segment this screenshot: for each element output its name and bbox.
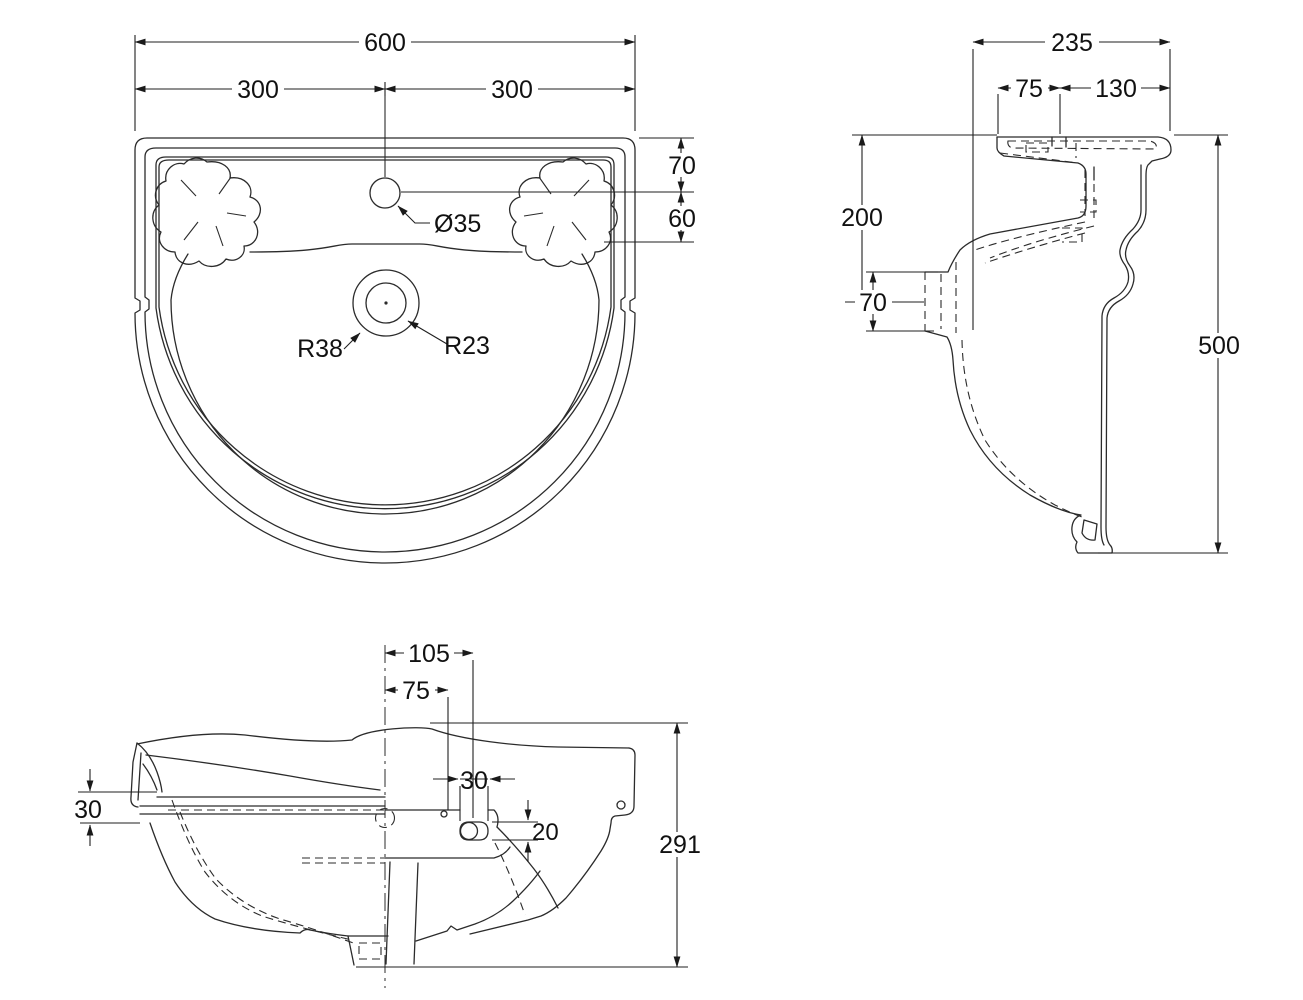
front-dimensions: 105 75 30 30 20 291 [68, 640, 706, 968]
dim-plan-waste-outer: R38 [297, 335, 343, 363]
plan-back-ledge [249, 243, 523, 253]
dim-plan-edge-to-tap: 70 [668, 152, 696, 180]
dim-front-centre-to-overflow: 75 [402, 677, 430, 705]
dim-side-tap-to-front: 130 [1095, 75, 1137, 103]
dim-side-inlet-height: 70 [859, 289, 887, 317]
dim-side-back-to-tap: 75 [1015, 75, 1043, 103]
soap-recess-left [152, 157, 261, 268]
front-view: 105 75 30 30 20 291 [68, 640, 706, 988]
dim-front-overall-height: 291 [659, 831, 701, 859]
dim-side-overall-height: 500 [1198, 332, 1240, 360]
plan-dimensions: 600 300 300 70 60 [134, 29, 701, 243]
side-dimensions: 235 75 130 200 70 500 [836, 29, 1246, 554]
dim-front-rim-height: 30 [74, 796, 102, 824]
dim-plan-tap-to-basin: 60 [668, 205, 696, 233]
dim-side-top-to-inlet: 200 [841, 204, 883, 232]
front-overflow-slot [459, 821, 489, 841]
front-fixing-hole [616, 800, 626, 810]
side-foot-detail [1081, 519, 1098, 541]
dim-plan-right-half: 300 [491, 76, 533, 104]
plan-waste-outlet: R38 R23 [297, 269, 490, 363]
dim-side-overall-depth: 235 [1051, 29, 1093, 57]
side-outline [924, 136, 1172, 554]
dim-front-overflow-height: 20 [532, 819, 559, 846]
dim-front-centre-to-hole: 105 [408, 640, 450, 668]
dim-plan-left-half: 300 [237, 76, 279, 104]
plan-view: Ø35 R38 R23 600 300 300 [134, 29, 701, 564]
dim-plan-overall-width: 600 [364, 29, 406, 57]
plan-tap-hole: Ø35 [369, 96, 481, 238]
plan-basin-interior [170, 253, 600, 515]
dim-front-overflow-width: 30 [460, 767, 488, 795]
side-view: 235 75 130 200 70 500 [836, 29, 1246, 554]
dim-plan-tap-hole: Ø35 [434, 210, 481, 238]
soap-recess-right [508, 157, 618, 268]
side-hidden-lines [924, 140, 1157, 519]
front-outline [130, 645, 636, 988]
plan-soap-recesses [152, 157, 618, 268]
dim-plan-waste-inner: R23 [444, 332, 490, 360]
plan-outline [134, 137, 636, 564]
